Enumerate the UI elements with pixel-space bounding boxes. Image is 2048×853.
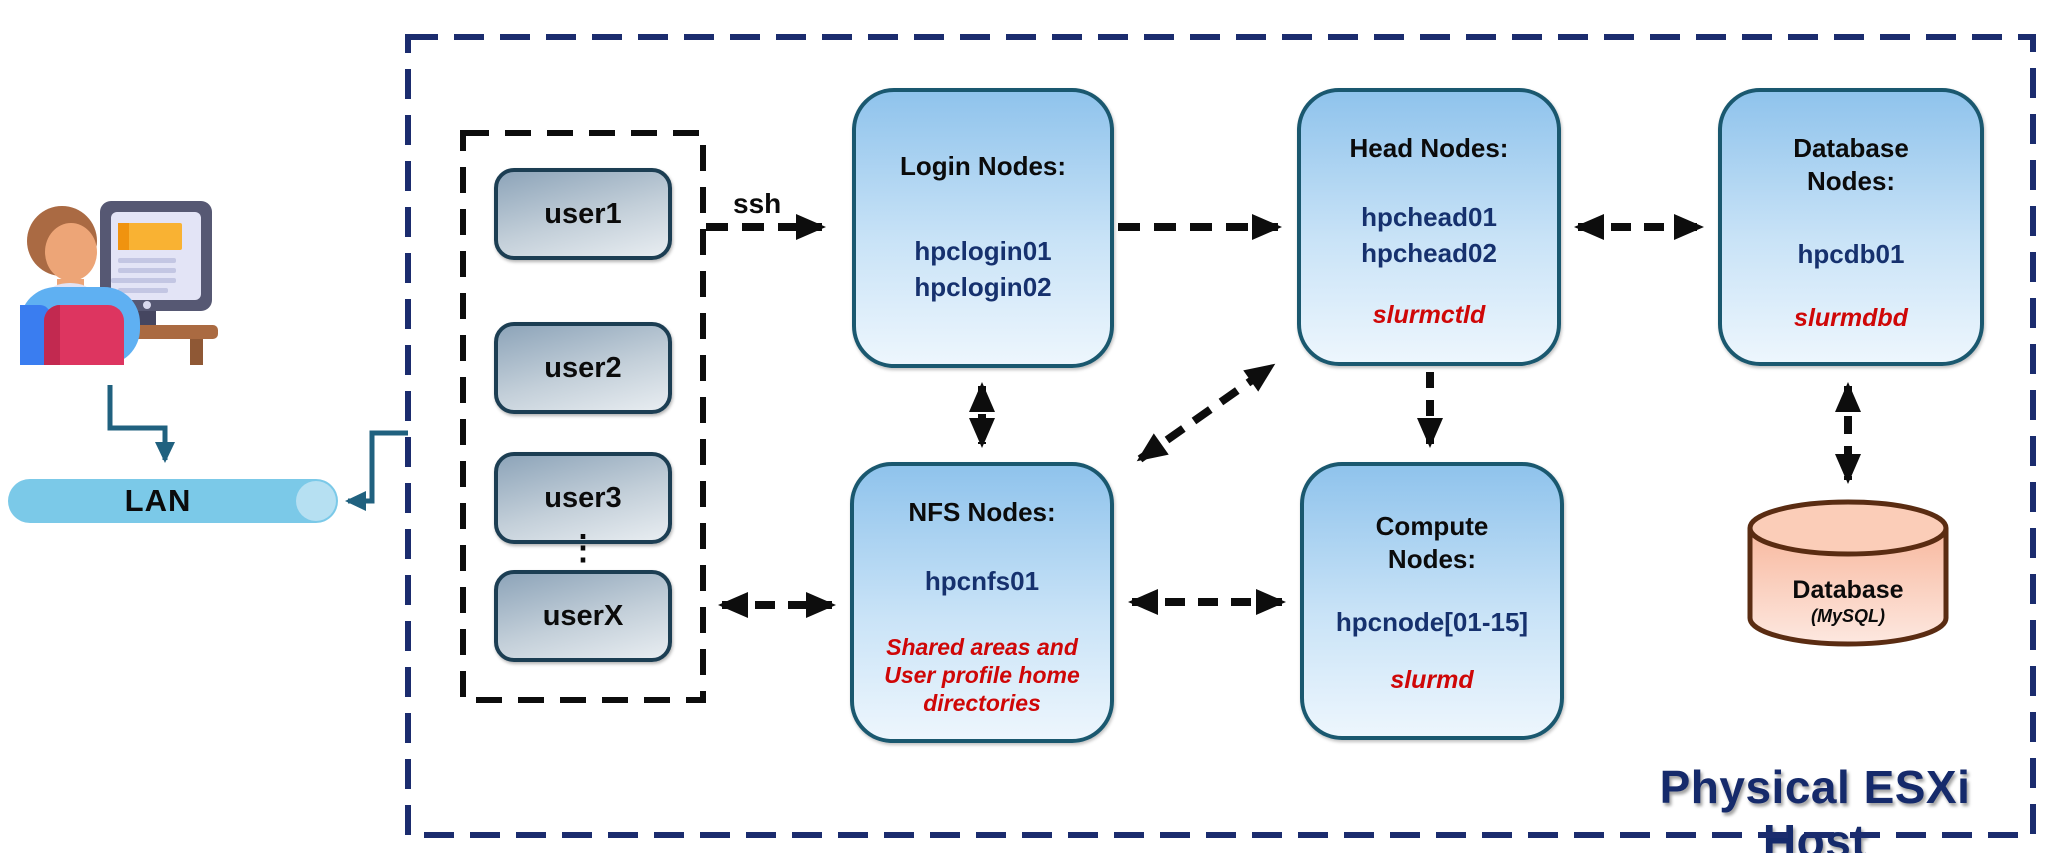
lan-label: LAN bbox=[124, 483, 192, 518]
nfs-node-name: hpcnfs01 bbox=[924, 566, 1040, 596]
database-cylinder-subtitle: (MySQL) bbox=[1811, 606, 1885, 626]
nfs-note-line2: User profile home bbox=[884, 662, 1080, 688]
arrow-host-to-lan bbox=[345, 430, 408, 511]
user-computer-icon bbox=[20, 201, 218, 365]
database-nodes-title-line2: Nodes: bbox=[1806, 166, 1896, 196]
compute-nodes-service: slurmd bbox=[1390, 666, 1474, 694]
database-nodes-box: Database Nodes: hpcdb01 slurmdbd bbox=[1718, 88, 1984, 366]
compute-nodes-box: Compute Nodes: hpcnode[01-15] slurmd bbox=[1300, 462, 1564, 740]
userx-label: userX bbox=[542, 599, 624, 632]
user-box-user1: user1 bbox=[494, 168, 672, 260]
database-node-name: hpcdb01 bbox=[1797, 239, 1905, 269]
physical-esxi-host-label: Physical ESXi Host bbox=[1659, 761, 1971, 853]
compute-nodes-title-line2: Nodes: bbox=[1387, 544, 1477, 574]
arrow-nfs-head-diagonal bbox=[1136, 362, 1276, 463]
login-nodes-box: Login Nodes: hpclogin01 hpclogin02 bbox=[852, 88, 1114, 368]
head-node-name-1: hpchead01 bbox=[1361, 202, 1497, 232]
head-nodes-title: Head Nodes: bbox=[1349, 133, 1509, 163]
database-cylinder-icon: Database (MySQL) bbox=[1747, 499, 1949, 647]
user1-label: user1 bbox=[544, 197, 622, 230]
user-box-userx: userX bbox=[494, 570, 672, 662]
compute-nodes-title-line1: Compute bbox=[1375, 511, 1489, 541]
lan-endcap bbox=[296, 481, 336, 521]
database-nodes-service: slurmdbd bbox=[1794, 304, 1908, 332]
user-box-user2: user2 bbox=[494, 322, 672, 414]
head-node-name-2: hpchead02 bbox=[1361, 238, 1497, 268]
user2-label: user2 bbox=[544, 351, 622, 384]
head-nodes-box: Head Nodes: hpchead01 hpchead02 slurmctl… bbox=[1297, 88, 1561, 366]
login-node-name-1: hpclogin01 bbox=[914, 236, 1052, 266]
nfs-nodes-box: NFS Nodes: hpcnfs01 Shared areas and Use… bbox=[850, 462, 1114, 743]
head-nodes-service: slurmctld bbox=[1372, 301, 1486, 329]
database-cylinder-title: Database bbox=[1792, 576, 1903, 604]
users-ellipsis: ⋮ bbox=[566, 529, 600, 567]
nfs-note-line1: Shared areas and bbox=[886, 634, 1078, 660]
login-node-name-2: hpclogin02 bbox=[914, 272, 1052, 302]
user3-label: user3 bbox=[544, 481, 622, 514]
ssh-label: ssh bbox=[733, 188, 782, 219]
nfs-nodes-title: NFS Nodes: bbox=[908, 497, 1056, 527]
compute-node-name: hpcnode[01-15] bbox=[1335, 607, 1529, 637]
arrow-user-to-lan bbox=[107, 385, 175, 463]
nfs-note-line3: directories bbox=[923, 690, 1041, 716]
login-nodes-title: Login Nodes: bbox=[899, 151, 1067, 181]
database-nodes-title-line1: Database bbox=[1793, 133, 1909, 163]
lan-bus: LAN bbox=[8, 479, 338, 523]
